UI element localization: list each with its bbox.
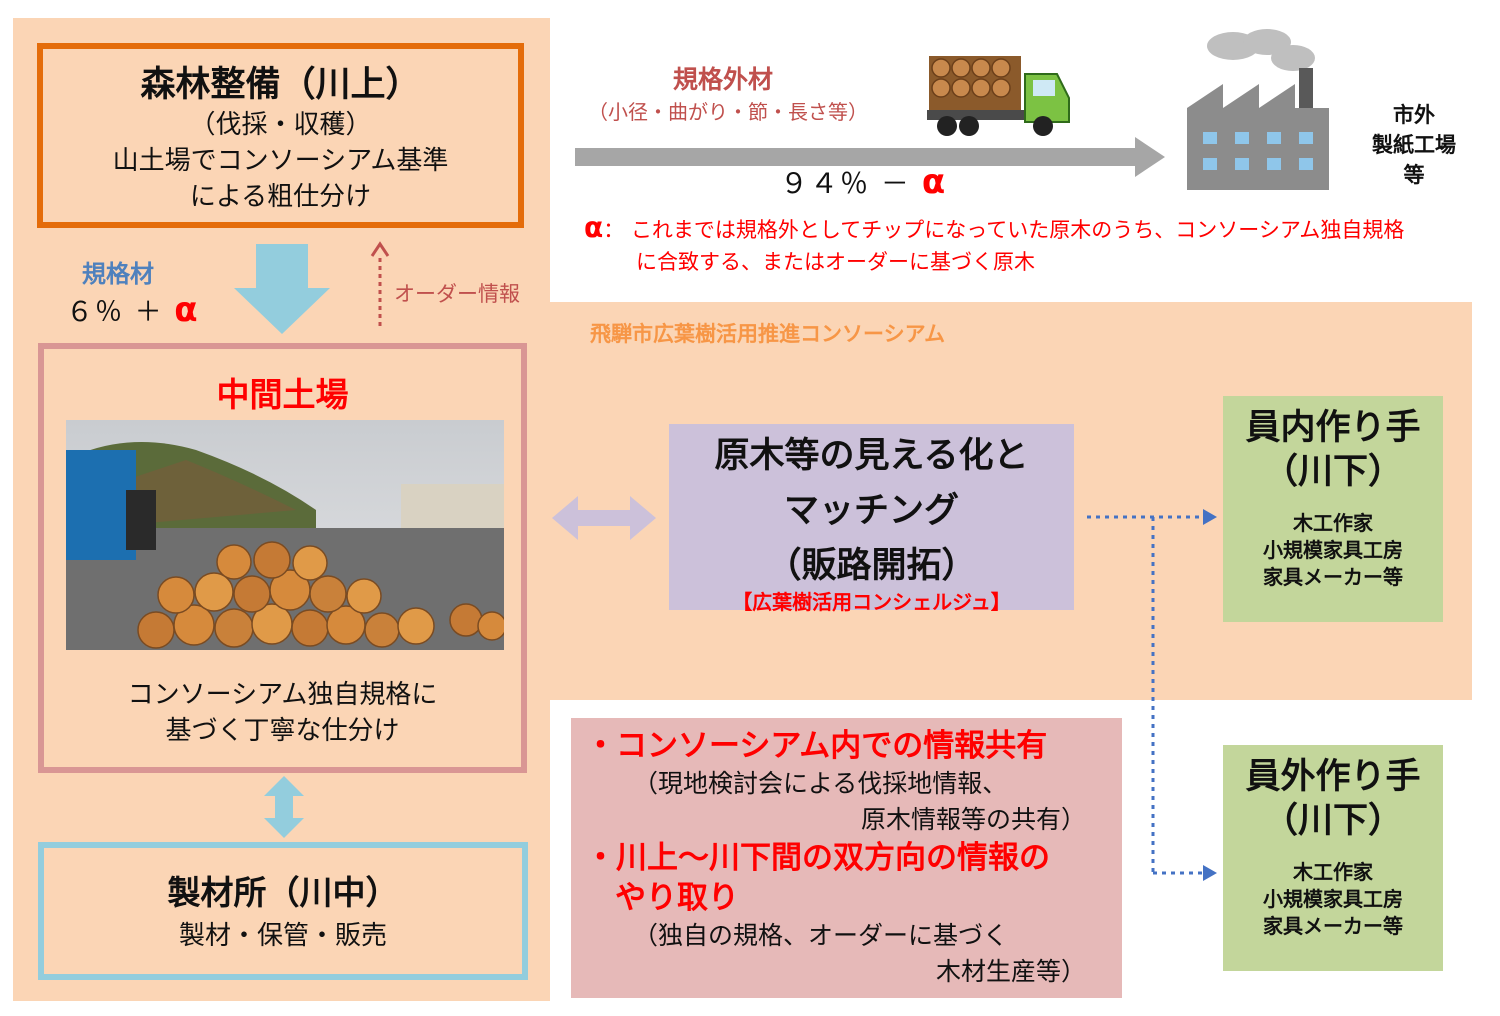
outside-paper-mill-label: 市外 製紙工場 等 [1356, 100, 1472, 190]
info-bullet-1-sub-2: 原木情報等の共有） [860, 805, 1086, 834]
sawmill-sub: 製材・保管・販売 [178, 921, 387, 951]
yard-matching-bidirectional-arrow [552, 496, 656, 540]
nonstandard-timber-share: ９４％ － α [780, 162, 947, 202]
nonstandard-percent: ９４％ － [780, 167, 911, 200]
sawmill-title: 製材所（川中） [167, 873, 399, 912]
info-sharing-box: ・コンソーシアム内での情報共有 （現地検討会による伐採地情報、 原木情報等の共有… [571, 718, 1122, 998]
matching-line-2: マッチング [783, 491, 959, 531]
order-info-label: オーダー情報 [394, 282, 520, 306]
log-truck-icon [927, 56, 1070, 136]
member-makers-subtitle: （川下） [1262, 452, 1403, 492]
list-item: 木工作家 [1293, 511, 1373, 535]
factory-label-line-3: 等 [1403, 163, 1425, 187]
member-makers-title: 員内作り手 [1245, 408, 1421, 448]
info-bullet-1-sub-1: （現地検討会による伐採地情報、 [633, 769, 1008, 798]
log-yard-photo [66, 420, 504, 650]
paper-factory-icon [1187, 29, 1329, 190]
nonstandard-timber-sub: （小径・曲がり・節・長さ等） [588, 100, 868, 124]
alpha-footnote: α： これまでは規格外としてチップになっていた原木のうち、コンソーシアム独自規格… [584, 212, 1404, 278]
list-item: 木工作家 [1293, 860, 1373, 884]
info-bullet-2-sub-1: （独自の規格、オーダーに基づく [633, 921, 1009, 950]
intermediate-caption-2: 基づく丁寧な仕分け [165, 716, 400, 746]
non-member-makers-list: 木工作家 小規模家具工房 家具メーカー等 [1223, 859, 1443, 940]
non-member-makers-title: 員外作り手 [1245, 757, 1421, 797]
matching-box: 原木等の見える化と マッチング （販路開拓） 【広葉樹活用コンシェルジュ】 [669, 424, 1074, 614]
non-member-makers-subtitle: （川下） [1262, 801, 1403, 841]
member-makers-list: 木工作家 小規模家具工房 家具メーカー等 [1223, 510, 1443, 591]
standard-timber-share: ６％ ＋ α [66, 290, 200, 330]
info-bullet-2-sub-2: 木材生産等） [935, 957, 1086, 986]
factory-label-line-2: 製紙工場 [1372, 133, 1456, 157]
list-item: 小規模家具工房 [1263, 538, 1403, 562]
intermediate-caption-1: コンソーシアム独自規格に [127, 680, 438, 710]
matching-to-makers-dotted-arrows [1087, 509, 1217, 881]
list-item: 家具メーカー等 [1263, 914, 1403, 938]
alpha-symbol: α [584, 211, 604, 244]
standard-alpha: α [174, 290, 200, 330]
alpha-note-line-2: に合致する、またはオーダーに基づく原木 [636, 250, 1035, 274]
standard-percent: ６％ ＋ [66, 297, 164, 328]
nonstandard-timber-label: 規格外材 [673, 65, 774, 94]
list-item: 小規模家具工房 [1263, 887, 1403, 911]
info-bullet-2-line-1: ・川上～川下間の双方向の情報の [585, 840, 1050, 876]
intermediate-yard-title: 中間土場 [216, 375, 349, 414]
nonstandard-alpha: α [921, 162, 948, 202]
standard-timber-label: 規格材 [82, 260, 154, 288]
list-item: 家具メーカー等 [1263, 565, 1403, 589]
order-info-up-arrow [370, 241, 390, 326]
member-makers-box: 員内作り手 （川下） 木工作家 小規模家具工房 家具メーカー等 [1223, 396, 1443, 622]
alpha-colon: ： [603, 218, 625, 242]
upstream-line-3: による粗仕分け [189, 182, 372, 212]
intermediate-sawmill-bidirectional-arrow [264, 776, 304, 838]
nonstandard-right-arrow [575, 137, 1165, 177]
consortium-label: 飛騨市広葉樹活用推進コンソーシアム [590, 322, 946, 346]
intermediate-yard-caption: コンソーシアム独自規格に 基づく丁寧な仕分け [44, 677, 521, 749]
upstream-forestry-box: 森林整備（川上） （伐採・収穫） 山土場でコンソーシアム基準 による粗仕分け [37, 43, 524, 228]
info-bullet-2-line-2: やり取り [615, 880, 739, 916]
upstream-line-2: 山土場でコンソーシアム基準 [112, 146, 449, 176]
matching-line-3: （販路開拓） [766, 546, 977, 586]
non-member-makers-box: 員外作り手 （川下） 木工作家 小規模家具工房 家具メーカー等 [1223, 745, 1443, 971]
upstream-title: 森林整備（川上） [140, 65, 421, 105]
standard-timber-down-arrow [234, 244, 330, 334]
sawmill-box: 製材所（川中） 製材・保管・販売 [38, 842, 528, 980]
matching-line-1: 原木等の見える化と [714, 436, 1029, 476]
info-bullet-1: ・コンソーシアム内での情報共有 [585, 728, 1048, 764]
matching-concierge: 【広葉樹活用コンシェルジュ】 [732, 590, 1011, 614]
factory-label-line-1: 市外 [1393, 103, 1435, 127]
upstream-line-1: （伐採・収穫） [189, 110, 372, 140]
alpha-note-line-1: これまでは規格外としてチップになっていた原木のうち、コンソーシアム独自規格 [630, 218, 1405, 242]
